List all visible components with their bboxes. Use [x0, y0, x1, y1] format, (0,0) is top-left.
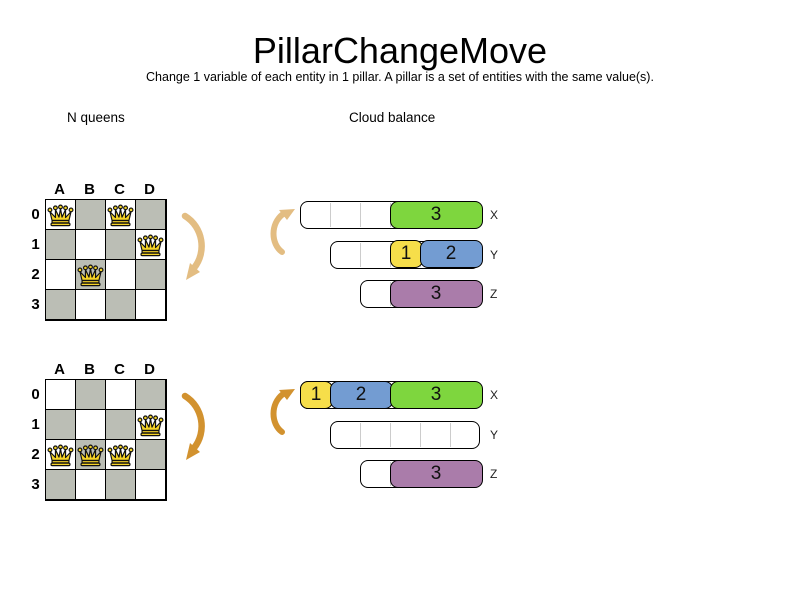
- cloud-process-block: 2: [419, 240, 483, 268]
- computer-label: X: [490, 388, 499, 402]
- queen-icon: [137, 234, 164, 256]
- board-cell: [76, 440, 106, 470]
- row-header: 0: [31, 386, 40, 403]
- queen-icon: [47, 444, 74, 466]
- bar-divider: [359, 242, 361, 267]
- board-cell: [136, 410, 166, 440]
- board-cell: [76, 470, 106, 500]
- column-header: B: [84, 181, 96, 198]
- board-cell: [136, 440, 166, 470]
- computer-capacity-bar: 3: [360, 459, 483, 488]
- page-title: PillarChangeMove: [252, 30, 548, 71]
- queen-icon: [77, 264, 104, 286]
- board-cell: [106, 410, 136, 440]
- board-cell: [106, 290, 136, 320]
- cloud-process-block: 3: [389, 380, 483, 409]
- cloud-process-block: 2: [329, 380, 393, 409]
- row-header: 1: [31, 236, 40, 253]
- computer-label: Y: [490, 247, 499, 262]
- queen-icon: [107, 204, 134, 226]
- board-cell: [46, 200, 76, 230]
- board-cell: [76, 410, 106, 440]
- board-cell: [136, 200, 166, 230]
- board-cell: [46, 470, 76, 500]
- cloud-process-block: 3: [389, 459, 483, 488]
- column-header: A: [54, 181, 66, 198]
- board-cell: [136, 230, 166, 260]
- bar-divider: [359, 203, 361, 227]
- computer-label: Z: [490, 287, 498, 301]
- board-cell: [76, 380, 106, 410]
- board-cell: [76, 230, 106, 260]
- column-header: B: [84, 361, 96, 378]
- board-cell: [76, 290, 106, 320]
- cloud-process-block: 1: [299, 380, 333, 409]
- nqueens-board-before: A B C D 0 1 2 3: [28, 181, 248, 341]
- column-header: C: [114, 181, 126, 198]
- move-arrow-cloud-before: [270, 209, 295, 255]
- nqueens-board-after: A B C D 0 1 2 3: [28, 361, 248, 521]
- computer-label: X: [490, 208, 499, 222]
- section-label-nqueens: N queens: [67, 110, 125, 125]
- column-header: D: [144, 361, 156, 378]
- queen-icon: [107, 444, 134, 466]
- board-cell: [46, 290, 76, 320]
- chessboard: [45, 199, 167, 321]
- move-arrow-cloud-after: [270, 389, 295, 435]
- computer-capacity-bar: 3: [300, 200, 483, 229]
- chessboard: [45, 379, 167, 501]
- row-header: 3: [31, 296, 40, 313]
- board-cell: [106, 470, 136, 500]
- board-cell: [46, 230, 76, 260]
- computer-label: Y: [490, 427, 499, 442]
- cloud-process-block: 3: [389, 279, 483, 308]
- board-cell: [106, 440, 136, 470]
- computer-capacity-bar: [330, 420, 480, 449]
- bar-divider: [389, 422, 391, 447]
- board-cell: [46, 410, 76, 440]
- board-cell: [46, 380, 76, 410]
- move-arrow-board-before: [181, 212, 205, 280]
- row-header: 3: [31, 476, 40, 493]
- board-cell: [136, 260, 166, 290]
- row-header: 2: [31, 446, 40, 463]
- row-header: 2: [31, 266, 40, 283]
- queen-icon: [47, 204, 74, 226]
- queen-icon: [137, 414, 164, 436]
- queen-icon: [77, 444, 104, 466]
- cloud-process-block: 1: [389, 240, 423, 268]
- cloud-process-block: 3: [389, 200, 483, 229]
- bar-divider: [329, 203, 331, 227]
- board-cell: [46, 440, 76, 470]
- column-header: D: [144, 181, 156, 198]
- board-cell: [106, 380, 136, 410]
- board-cell: [76, 260, 106, 290]
- board-cell: [76, 200, 106, 230]
- board-cell: [106, 260, 136, 290]
- board-cell: [106, 200, 136, 230]
- column-header: A: [54, 361, 66, 378]
- computer-label: Z: [490, 467, 498, 481]
- column-header: C: [114, 361, 126, 378]
- board-cell: [136, 290, 166, 320]
- board-cell: [106, 230, 136, 260]
- section-label-cloud-balance: Cloud balance: [349, 110, 436, 125]
- row-header: 1: [31, 416, 40, 433]
- bar-divider: [419, 422, 421, 447]
- bar-divider: [359, 422, 361, 447]
- computer-capacity-bar: 3: [360, 279, 483, 308]
- move-arrow-board-after: [181, 392, 205, 460]
- bar-divider: [449, 422, 451, 447]
- page-subtitle: Change 1 variable of each entity in 1 pi…: [146, 70, 654, 84]
- board-cell: [136, 380, 166, 410]
- row-header: 0: [31, 206, 40, 223]
- board-cell: [46, 260, 76, 290]
- board-cell: [136, 470, 166, 500]
